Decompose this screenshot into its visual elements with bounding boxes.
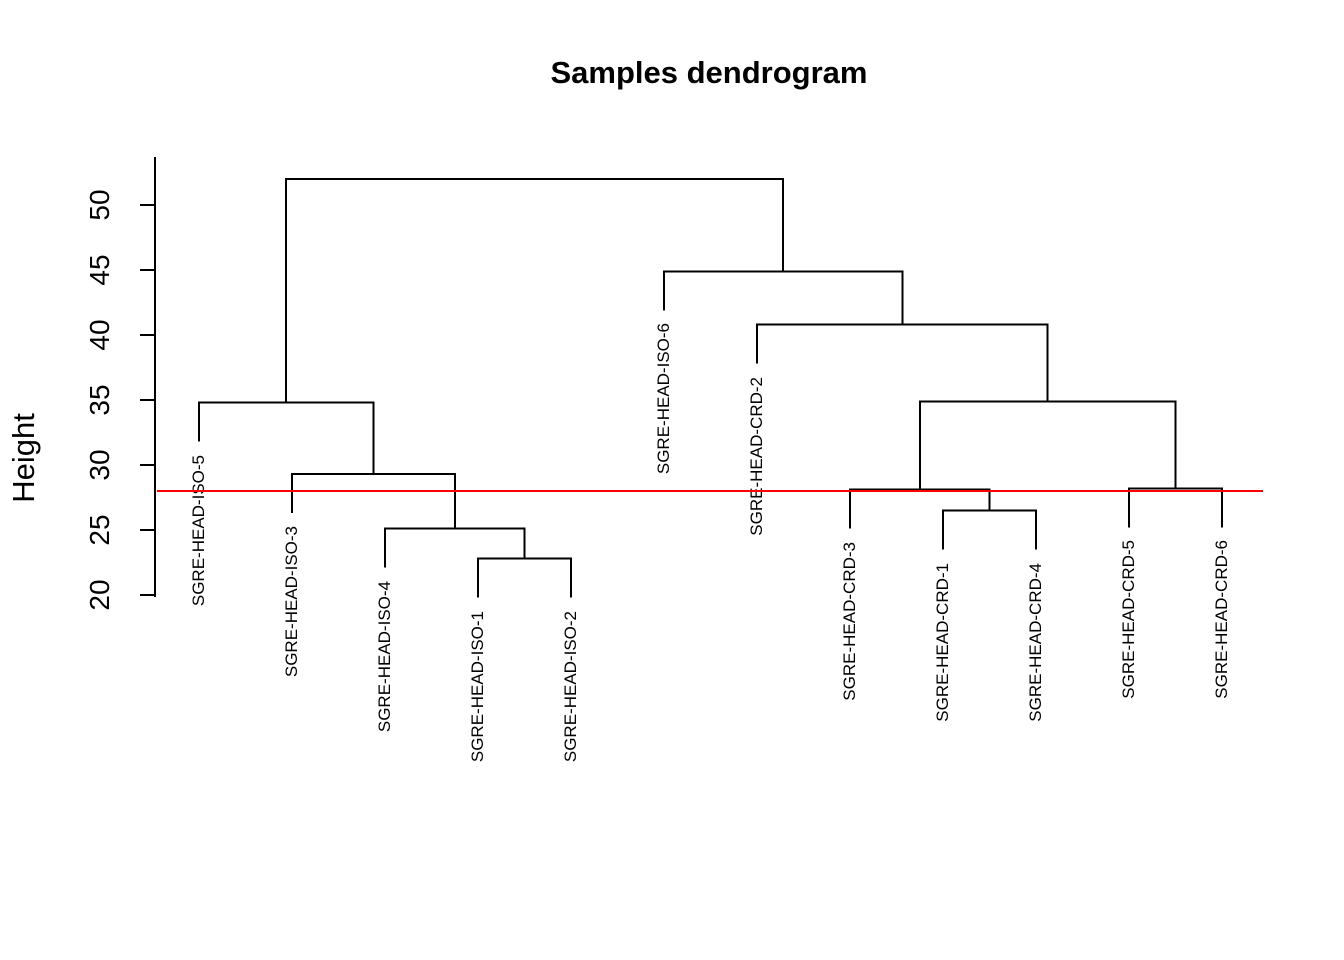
leaf-label: SGRE-HEAD-ISO-3 [282, 526, 301, 678]
leaf-label: SGRE-HEAD-ISO-1 [468, 610, 487, 762]
y-axis-tick-label: 40 [84, 319, 115, 351]
leaf-label: SGRE-HEAD-CRD-4 [1026, 562, 1045, 722]
y-axis-tick-label: 25 [84, 514, 115, 546]
leaf-label: SGRE-HEAD-ISO-6 [654, 323, 673, 475]
leaf-label: SGRE-HEAD-CRD-6 [1212, 540, 1231, 700]
leaf-label: SGRE-HEAD-ISO-4 [375, 580, 394, 732]
plot-title: Samples dendrogram [550, 55, 868, 90]
leaf-label: SGRE-HEAD-CRD-2 [747, 376, 766, 536]
y-axis-tick-label: 45 [84, 254, 115, 286]
leaf-label: SGRE-HEAD-CRD-3 [840, 541, 859, 701]
leaf-label: SGRE-HEAD-ISO-2 [561, 610, 580, 762]
y-axis-tick-label: 50 [84, 189, 115, 221]
y-axis-tick-label: 20 [84, 579, 115, 611]
y-axis-label: Height [6, 413, 41, 503]
leaf-label: SGRE-HEAD-CRD-1 [933, 562, 952, 722]
y-axis-tick-label: 35 [84, 384, 115, 416]
y-axis-tick-label: 30 [84, 449, 115, 481]
leaf-label: SGRE-HEAD-ISO-5 [189, 454, 208, 606]
leaf-label: SGRE-HEAD-CRD-5 [1119, 540, 1138, 700]
cut-line [157, 490, 1263, 492]
